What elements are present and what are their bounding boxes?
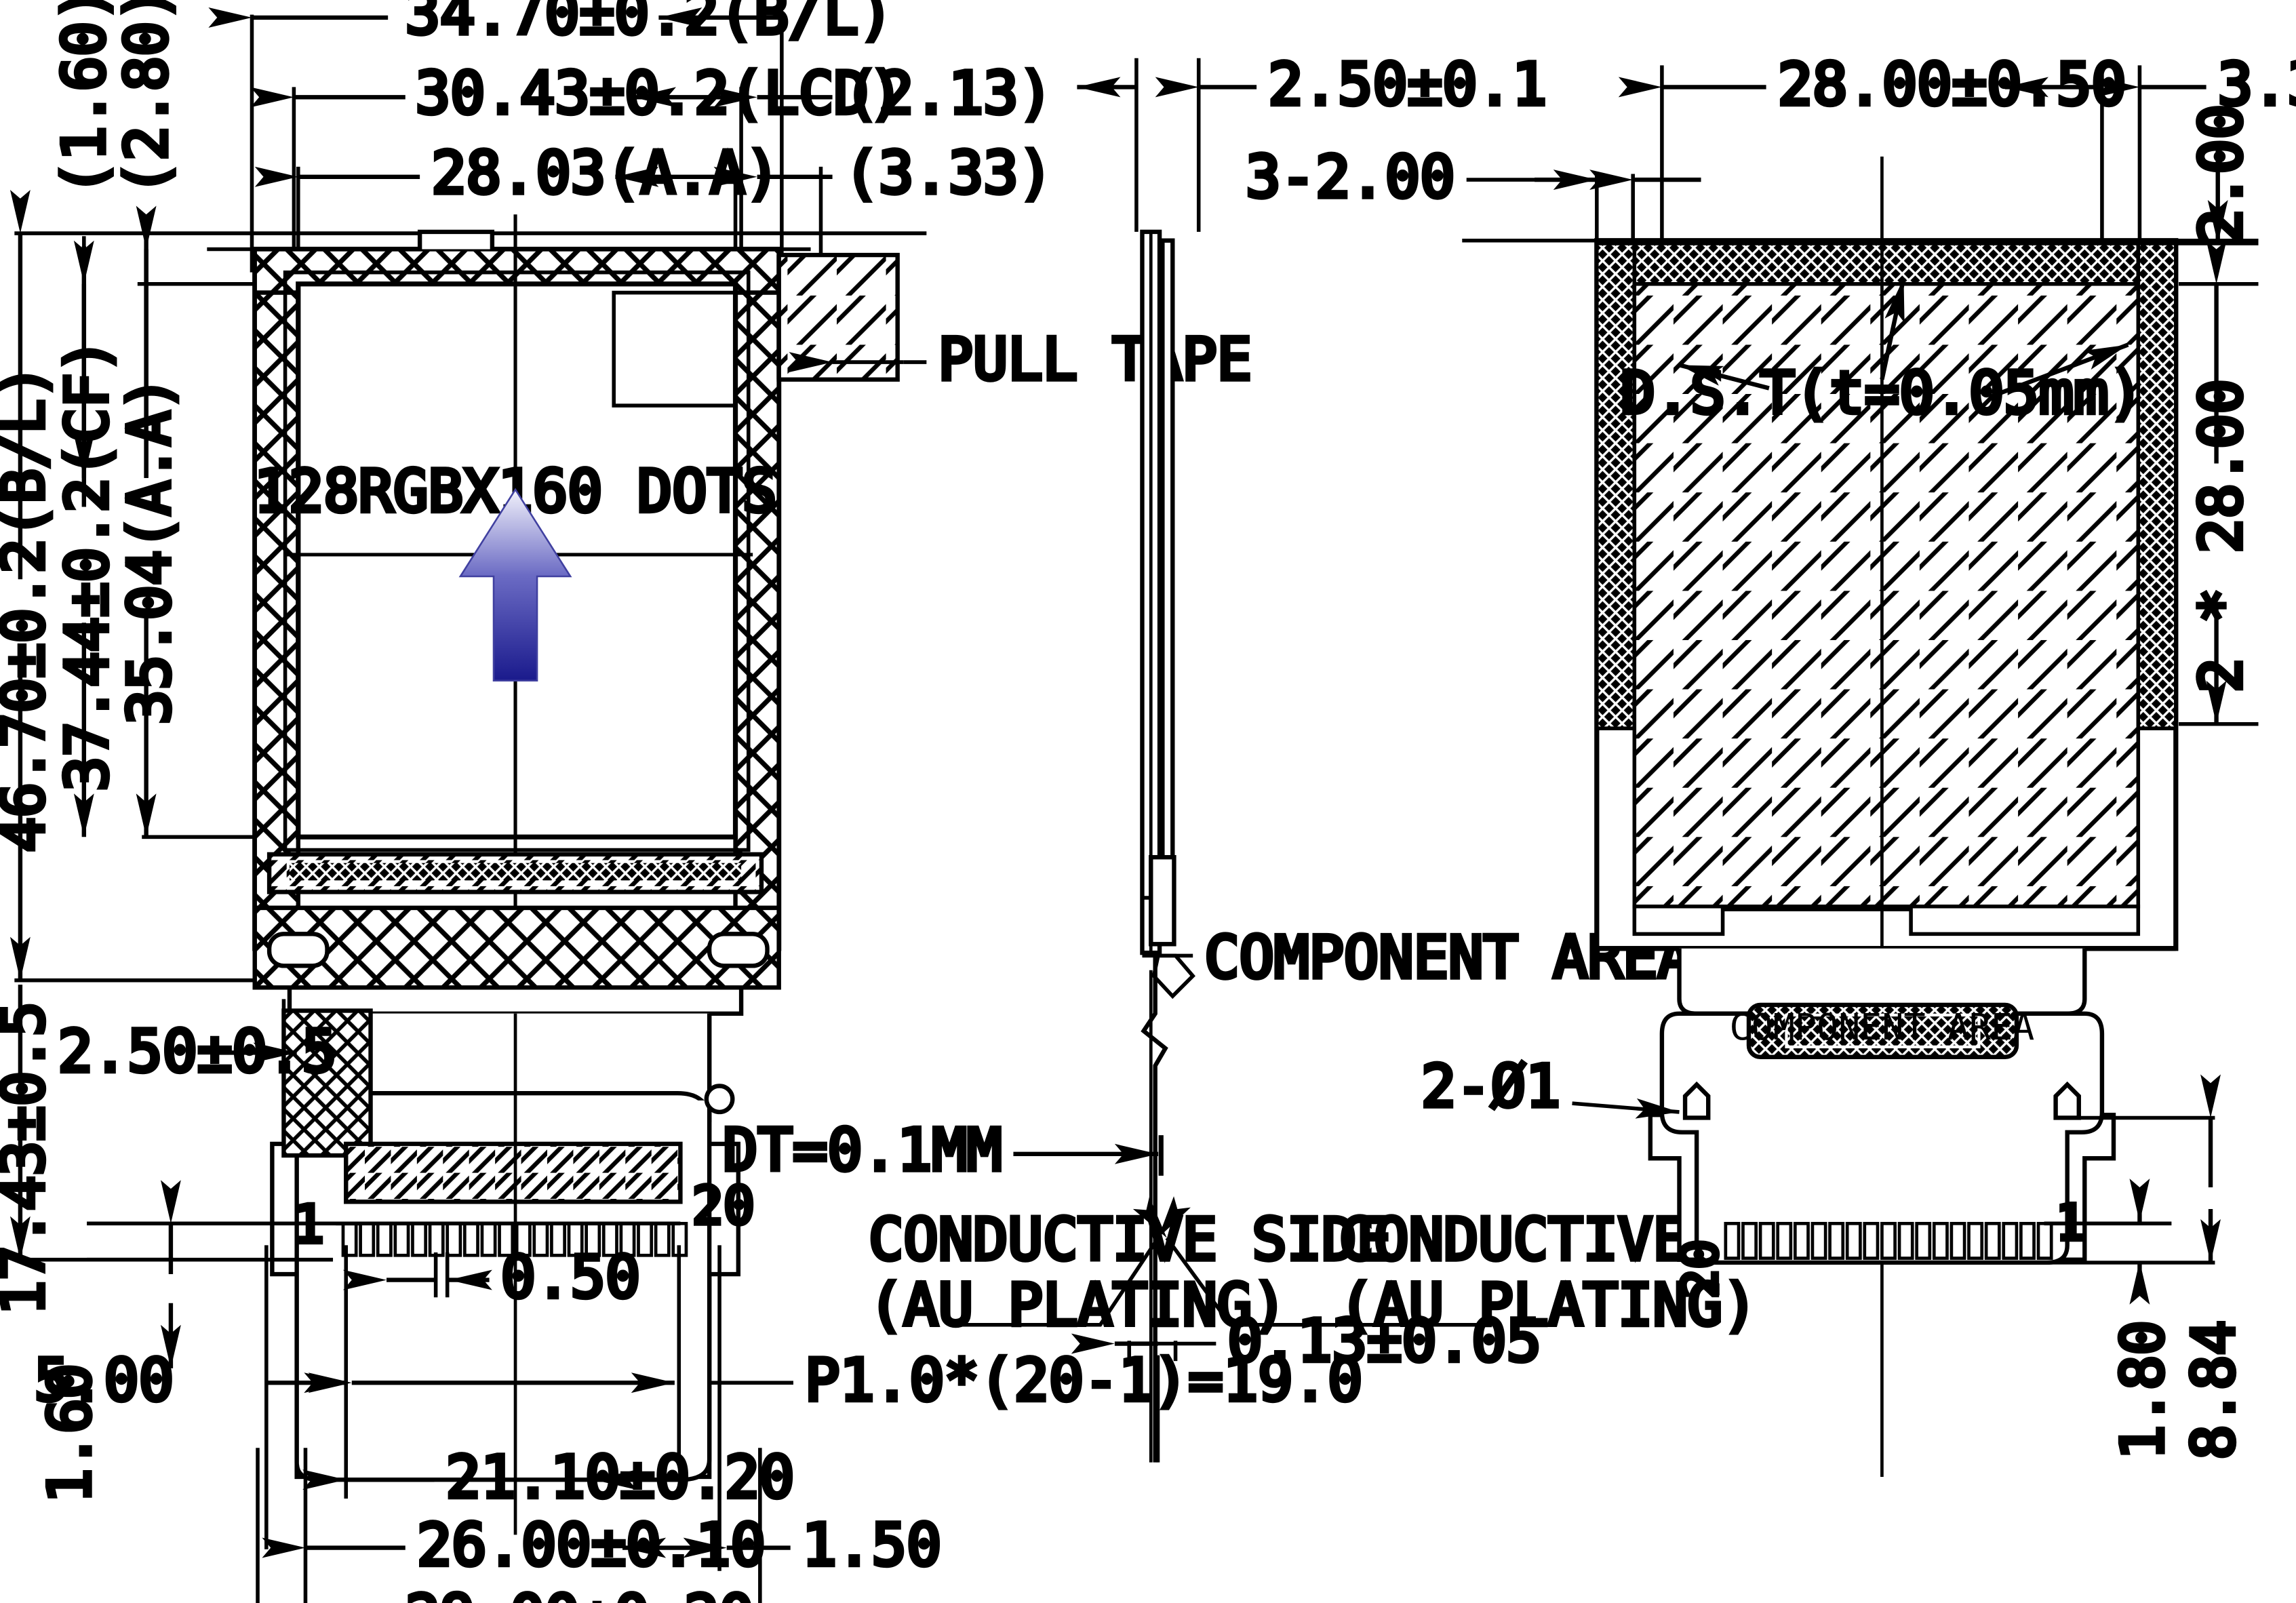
component-area-label-rear: COMPONENT AREA [1730, 1006, 2035, 1048]
dim-aa-width: 28.03(A.A) [431, 140, 780, 207]
dim-ref-280-vert: (2.80) [114, 0, 181, 196]
pin-number-last: 20 [692, 1176, 755, 1236]
dim-200-vert: 2.00 [2188, 104, 2255, 244]
conductive-side-left-l1: CONDUCTIVE SIDE [869, 1207, 1391, 1274]
dim-013: 0.13±0.05 [1227, 1308, 1541, 1375]
dim-cf-height: 37.44±0.2(CF) [54, 338, 121, 791]
dim-150: 1.50 [802, 1512, 942, 1579]
dim-2900: 29.00±0.20 [405, 1583, 754, 1603]
dim-aa-height: 35.04(A.A) [117, 376, 184, 725]
dim-1743: 17.43±0.5 [0, 1002, 58, 1315]
dim-pitch-formula: P1.0*(20-1)=19.0 [805, 1347, 1362, 1414]
dim-884: 8.84 [2181, 1320, 2248, 1460]
dim-2x2800: 2 * 28.00 [2188, 379, 2255, 693]
dim-bl-height: 46.70±0.2(B/L) [0, 364, 58, 852]
dim-dt: DT=0.1MM [723, 1117, 1002, 1184]
conductive-side-left-l2: (AU PLATING) [869, 1272, 1287, 1339]
dim-050-pitch: 0.50 [501, 1244, 641, 1311]
dim-rear-width: 28.00±0.50 [1778, 52, 2126, 119]
dim-bl-width: 34.70±0.2(B/L) [405, 0, 894, 47]
dst-label: D.S.T(t=0.05mm) [1621, 360, 2143, 427]
dim-335: 3.35 [2218, 52, 2296, 119]
dim-180: 1.80 [2110, 1320, 2177, 1460]
dim-160-vert: 1.60 [37, 1364, 104, 1503]
dim-3-200: 3-2.00 [1246, 144, 1454, 212]
pull-tape-label: PULL TAPE [938, 327, 1252, 394]
conductive-side-right-l2: (AU PLATING) [1339, 1272, 1758, 1339]
pin-number-last-rear: 20 [1672, 1240, 1729, 1299]
dim-lcd-width: 30.43±0.2(LCD) [416, 60, 904, 127]
dim-ref-333: (3.33) [844, 140, 1053, 207]
dim-500: 5.00 [35, 1347, 174, 1414]
dim-2110: 21.10±0.20 [446, 1444, 795, 1511]
dim-2600: 26.00±0.10 [417, 1512, 766, 1579]
dim-250-05: 2.50±0.5 [58, 1018, 336, 1086]
dim-2-dia1: 2-Ø1 [1421, 1053, 1561, 1120]
dim-thickness-250: 2.50±0.1 [1268, 52, 1547, 119]
dim-ref-213: (2.13) [844, 60, 1053, 127]
dim-ref-160-vert: (1.60) [52, 0, 119, 196]
